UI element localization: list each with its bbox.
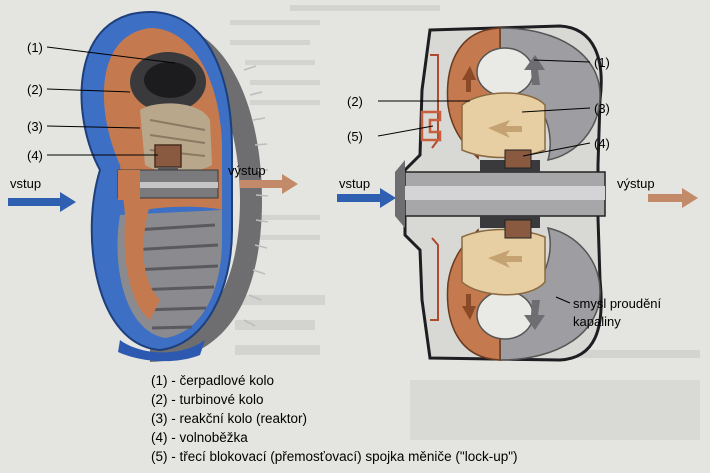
- right-output-arrow: [648, 188, 698, 208]
- right-output-label: výstup: [617, 176, 655, 191]
- left-input-label: vstup: [10, 176, 42, 191]
- legend-item-5: (5) - třecí blokovací (přemosťovací) spo…: [151, 449, 518, 464]
- left-callout-4: (4): [27, 148, 43, 163]
- left-cutaway: [8, 10, 298, 362]
- right-section: [337, 24, 698, 362]
- left-output-label: výstup: [228, 163, 266, 178]
- legend-item-2: (2) - turbinové kolo: [151, 392, 264, 407]
- right-callout-3: (3): [594, 101, 610, 116]
- left-input-arrow: [8, 192, 76, 212]
- right-callout-5: (5): [347, 129, 363, 144]
- background-text-texture: [230, 5, 700, 440]
- right-leader-lines: [377, 59, 591, 304]
- left-callout-1: (1): [27, 40, 43, 55]
- left-leader-lines: [46, 46, 176, 156]
- legend-item-4: (4) - volnoběžka: [151, 430, 248, 445]
- legend-item-1: (1) - čerpadlové kolo: [151, 373, 275, 388]
- flow-label-line2: kapaliny: [573, 314, 621, 329]
- legend-item-3: (3) - reakční kolo (reaktor): [151, 411, 308, 426]
- right-callout-2: (2): [347, 94, 363, 109]
- left-callout-3: (3): [27, 119, 43, 134]
- flow-label-line1: smysl proudění: [573, 296, 662, 311]
- right-input-label: vstup: [339, 176, 371, 191]
- left-callout-2: (2): [27, 82, 43, 97]
- left-output-arrow: [240, 174, 298, 194]
- right-input-arrow: [337, 188, 396, 208]
- right-callout-4: (4): [594, 136, 610, 151]
- right-callout-1: (1): [594, 55, 610, 70]
